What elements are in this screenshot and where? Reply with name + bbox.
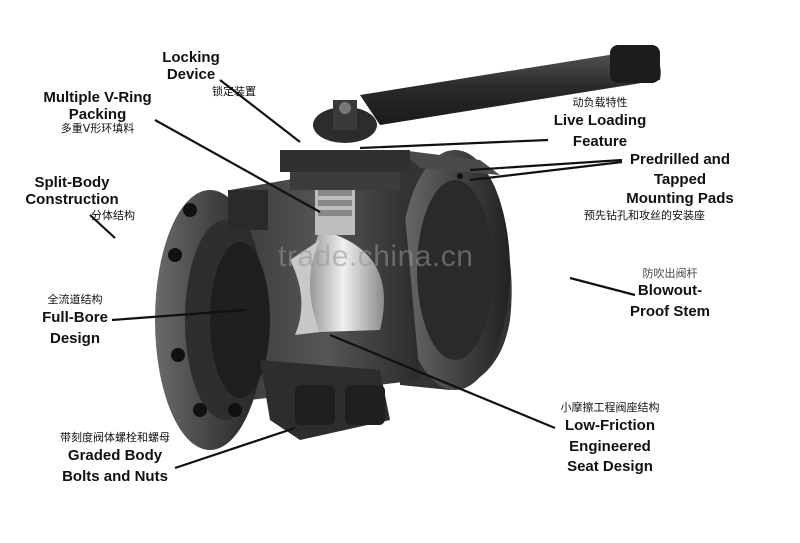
blowout-stem-title-1: Blowout- xyxy=(637,282,703,300)
callout-v-ring-packing: Multiple V-Ring Packing 多重V形环填料 xyxy=(35,89,160,135)
leader-mounting-pad-2 xyxy=(469,160,623,182)
leader-full-bore xyxy=(111,308,246,322)
mounting-pads-cn: 预先钻孔和攻丝的安装座 xyxy=(584,209,705,222)
flange-bolt-hole xyxy=(168,248,182,262)
full-bore-cn: 全流道结构 xyxy=(47,293,103,306)
callout-live-loading: 动负载特性 Live Loading Feature xyxy=(545,96,655,150)
flange-bolt-hole xyxy=(183,203,197,217)
v-ring-title-1: Multiple V-Ring xyxy=(43,89,152,106)
split-body-title-1: Split-Body xyxy=(34,174,110,191)
locking-device-title-1: Locking xyxy=(162,49,220,66)
callout-locking-device: Locking Device 锁定装置 xyxy=(152,49,256,97)
left-flange xyxy=(155,190,270,450)
full-bore-title-1: Full-Bore xyxy=(42,309,108,327)
leader-split-body xyxy=(89,214,116,239)
leader-blowout-stem xyxy=(569,276,636,297)
graded-bolts-cn: 带刻度阀体螺栓和螺母 xyxy=(60,431,170,444)
leader-locking-device xyxy=(219,79,301,143)
flange-bolt-hole xyxy=(171,348,185,362)
handle xyxy=(313,45,661,143)
blowout-stem-cn: 防吹出阀杆 xyxy=(642,267,698,280)
mounting-hole xyxy=(457,173,463,179)
graded-bolts-title-1: Graded Body xyxy=(67,447,163,465)
flange-bolt-hole xyxy=(193,403,207,417)
ball-cutaway xyxy=(290,230,384,335)
split-body-title-2: Construction xyxy=(25,190,119,208)
callout-mounting-pads: Predrilled and Tapped Mounting Pads xyxy=(610,151,750,208)
leader-graded-bolts xyxy=(174,426,296,470)
seat-design-title-2: Engineered xyxy=(569,437,651,455)
stem-assembly xyxy=(228,150,410,235)
callout-full-bore: 全流道结构 Full-Bore Design xyxy=(35,293,115,347)
live-loading-cn: 动负载特性 xyxy=(572,96,628,109)
mounting-pads-title-1: Predrilled and xyxy=(629,151,731,168)
leader-seat-design xyxy=(329,333,556,430)
leader-mounting-pad-1 xyxy=(469,158,623,172)
locking-device-cn: 锁定装置 xyxy=(212,85,256,98)
callout-seat-design: 小摩擦工程阀座结构 Low-Friction Engineered Seat D… xyxy=(540,401,680,476)
callout-graded-bolts: 带刻度阀体螺栓和螺母 Graded Body Bolts and Nuts xyxy=(40,431,190,485)
v-ring-cn: 多重V形环填料 xyxy=(60,122,135,135)
v-ring-title-2: Packing xyxy=(68,105,127,123)
leader-live-loading xyxy=(359,138,549,150)
leader-v-ring xyxy=(154,119,321,213)
bore-opening xyxy=(210,242,270,398)
mounting-pads-title-2: Tapped xyxy=(653,170,707,188)
bolt-head xyxy=(228,190,268,230)
handle-grip xyxy=(610,45,660,83)
split-body-cn: 分体结构 xyxy=(91,209,135,222)
live-loading-title-2: Feature xyxy=(572,132,628,150)
seat-design-title-1: Low-Friction xyxy=(565,417,655,435)
full-bore-title-2: Design xyxy=(49,329,100,347)
blowout-stem-title-2: Proof Stem xyxy=(629,302,710,320)
live-loading-title-1: Live Loading xyxy=(553,112,647,130)
leader-lines xyxy=(89,79,636,470)
mounting-pads-title-3: Mounting Pads xyxy=(626,190,734,207)
callout-blowout-stem: 防吹出阀杆 Blowout- Proof Stem xyxy=(615,267,725,320)
callout-split-body: Split-Body Construction xyxy=(22,174,122,208)
seat-design-cn: 小摩擦工程阀座结构 xyxy=(560,401,660,414)
seat-design-title-3: Seat Design xyxy=(567,458,653,476)
watermark-text: trade.china.cn xyxy=(278,240,474,273)
locking-device-title-2: Device xyxy=(166,65,216,83)
right-body-flange xyxy=(400,150,512,390)
nut xyxy=(295,385,335,425)
graded-bolts-title-2: Bolts and Nuts xyxy=(62,467,168,485)
bottom-bolts xyxy=(260,360,390,440)
nut xyxy=(345,385,385,425)
flange-bolt-hole xyxy=(228,403,242,417)
